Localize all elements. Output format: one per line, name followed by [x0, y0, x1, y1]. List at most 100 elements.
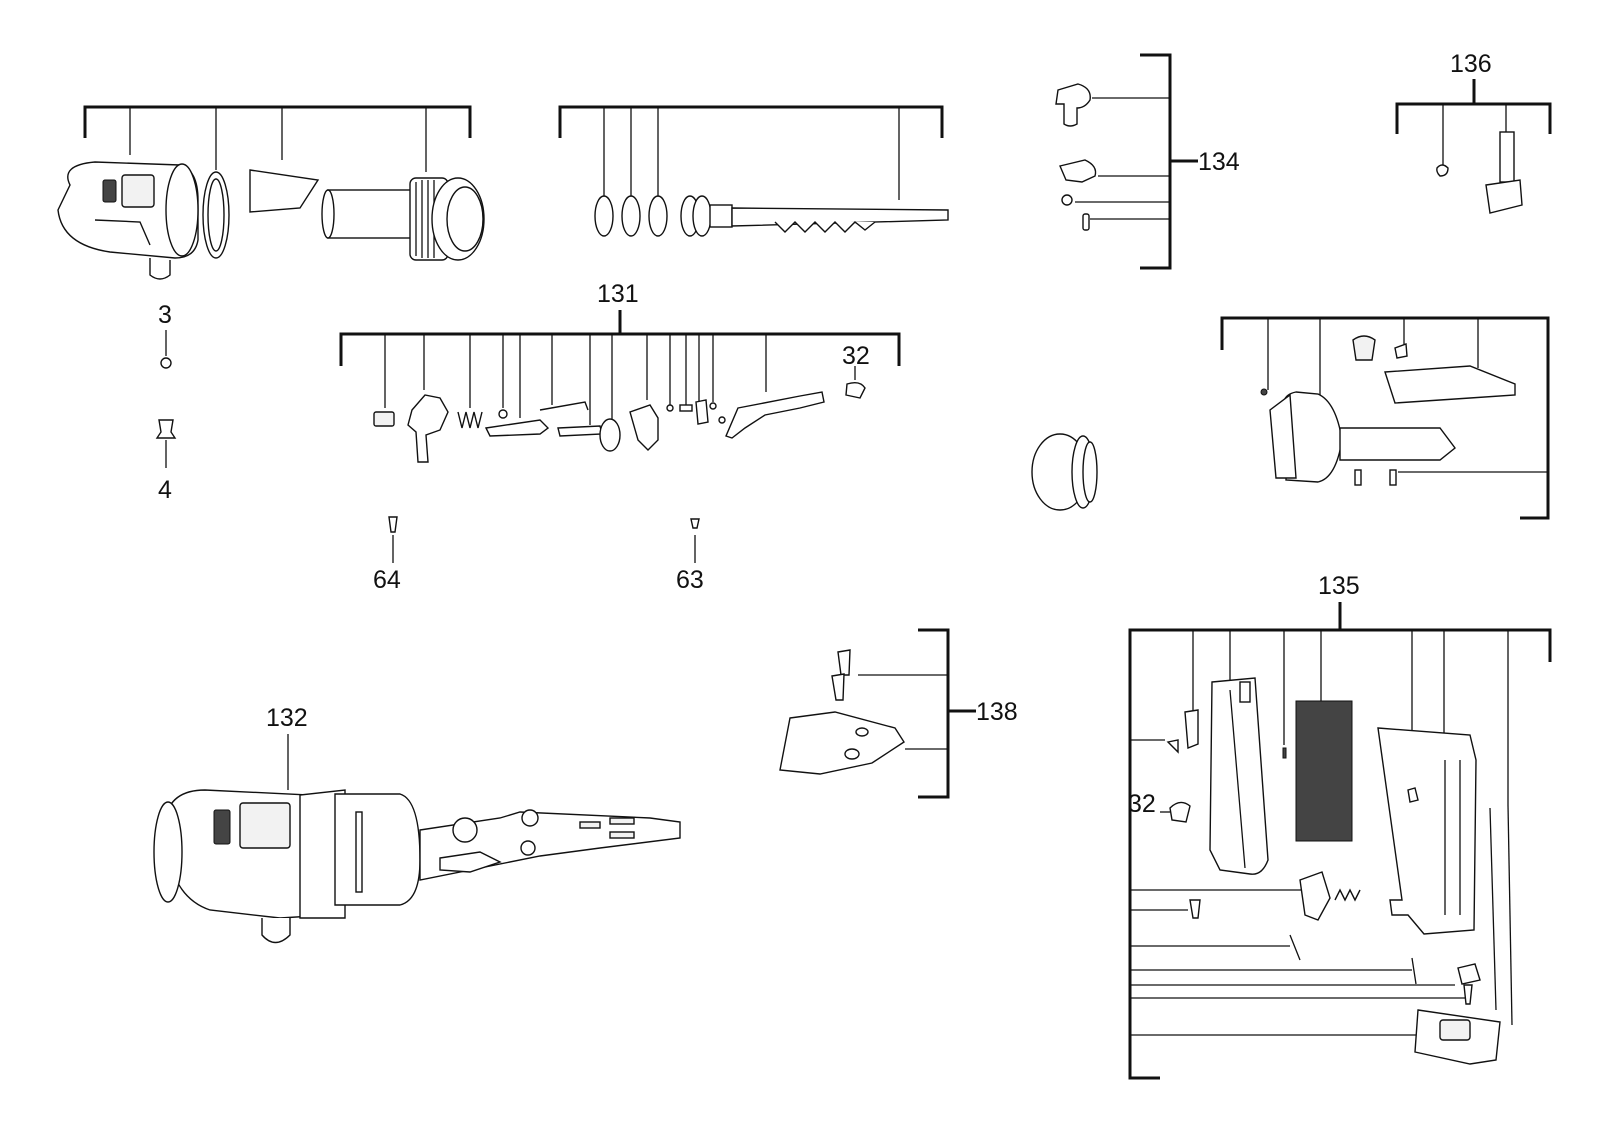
contact-arm-part [1485, 131, 1523, 214]
trigger-bar-part [484, 419, 550, 437]
trigger-cap-part [373, 411, 395, 427]
piston-group-bracket [558, 105, 944, 138]
screw-64 [388, 516, 398, 533]
magazine-part [1209, 677, 1269, 875]
group-135: 135 32 [1128, 572, 1552, 1080]
screw-135-b [1463, 984, 1473, 1005]
nose-assembly [419, 809, 681, 881]
pawl-part [1407, 787, 1419, 803]
callout-138: 138 [976, 698, 1018, 726]
washer-3 [160, 357, 172, 369]
trigger-spring-part [457, 411, 483, 429]
guide-plate-part [1384, 365, 1516, 404]
retaining-clip-32-lower [1169, 801, 1191, 823]
items-3-4: 3 4 [155, 301, 177, 504]
callout-3: 3 [158, 301, 172, 329]
housing-group-bracket [83, 105, 472, 138]
group-131: 131 32 64 [339, 280, 901, 594]
callout-131: 131 [597, 280, 639, 308]
screw-138-b [831, 673, 845, 701]
end-cap-part [1414, 1009, 1501, 1065]
group-138: 138 [779, 628, 1018, 799]
valve-4 [155, 419, 177, 439]
long-bolt-a [1507, 804, 1513, 1026]
logo-badge-132 [213, 809, 231, 845]
group-134-bracket [1140, 53, 1172, 270]
bearing-cylinder-part [321, 189, 414, 239]
trigger-part [407, 394, 449, 463]
cylinder-housing [334, 793, 421, 906]
tool-assembly-132: 132 [153, 704, 681, 944]
nail-strip-part [1295, 700, 1353, 842]
screw-63 [690, 518, 700, 529]
magazine-rail-part [1377, 727, 1477, 935]
group-138-bracket [918, 628, 950, 799]
screw-135-a [1189, 899, 1201, 919]
piston-ring-2 [621, 195, 641, 237]
group-136-bracket [1395, 102, 1552, 134]
pin-part [1082, 213, 1090, 231]
lever-part [1055, 83, 1091, 127]
group-134: 134 [1055, 53, 1240, 270]
bolt-part [1394, 343, 1408, 359]
small-spring-135 [1282, 747, 1287, 759]
pusher-spring-part [1334, 888, 1361, 902]
detent-spring-part [679, 404, 693, 412]
detent-ball-part [666, 404, 674, 412]
retaining-clip-32-upper [845, 381, 866, 399]
callout-136: 136 [1450, 50, 1492, 78]
callout-32-upper: 32 [842, 342, 870, 370]
pin-135-b [1411, 957, 1417, 985]
depth-wheel-part [599, 418, 621, 452]
threaded-ring-part [409, 177, 485, 261]
pusher-part [1299, 871, 1331, 921]
pin-a [1354, 469, 1362, 486]
adjuster-screw-part [557, 425, 603, 437]
screw-138-a [837, 649, 851, 676]
small-spring-part [1436, 164, 1449, 177]
housing-parts-group [57, 105, 485, 280]
cylinder-head-part [1269, 391, 1343, 483]
piston-ring-1 [594, 195, 614, 237]
callout-63: 63 [676, 566, 704, 594]
driver-blade-part [680, 195, 949, 237]
selector-housing-part [629, 404, 659, 451]
nosepiece-group-bracket [1220, 316, 1550, 520]
group-135-bracket [1128, 628, 1552, 1080]
bumper-part [1031, 433, 1098, 511]
pin-b [1389, 469, 1397, 486]
group-131-bracket [339, 332, 901, 366]
seal-sleeve-part [249, 169, 320, 213]
callout-134: 134 [1198, 148, 1240, 176]
nosepiece-group [1220, 316, 1550, 520]
ball-detent-part [1260, 388, 1268, 396]
spring-clip-part [1166, 739, 1179, 754]
group-136: 136 [1395, 50, 1552, 214]
motor-cap-part [57, 161, 199, 280]
piston-ring-3 [648, 195, 668, 237]
callout-135: 135 [1318, 572, 1360, 600]
callout-32-lower: 32 [1128, 790, 1156, 818]
latch-pin-part [709, 402, 717, 410]
latch-washer-part [718, 416, 726, 424]
callout-132: 132 [266, 704, 308, 732]
retaining-clip-part [1061, 194, 1073, 206]
pin-135-a [1289, 934, 1301, 961]
latch-part [1184, 709, 1199, 750]
callout-4: 4 [158, 476, 172, 504]
latch-plate-part [695, 399, 709, 425]
nose-body-part [1339, 427, 1456, 461]
callout-64: 64 [373, 566, 401, 594]
trigger-link-part [539, 401, 589, 411]
ball-part [498, 409, 508, 419]
nose-cover-part [779, 711, 905, 775]
cam-link-part [1059, 159, 1097, 183]
logo-badge [102, 179, 117, 203]
piston-parts-group [558, 105, 949, 237]
motor-housing [153, 789, 346, 944]
safety-arm-part [725, 391, 825, 439]
bushing-part [1352, 335, 1376, 361]
long-bolt-b [1489, 807, 1497, 1011]
key-part [1457, 963, 1481, 985]
